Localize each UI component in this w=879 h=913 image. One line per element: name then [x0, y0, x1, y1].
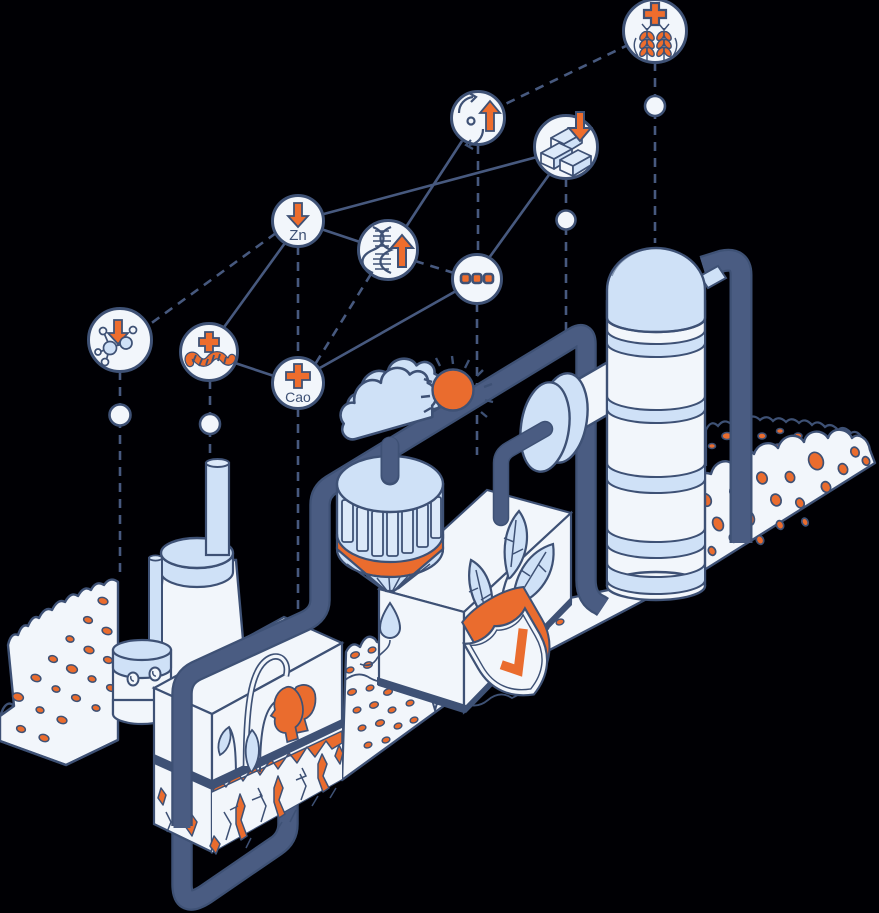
svg-text:Zn: Zn	[289, 227, 307, 244]
svg-text:Cao: Cao	[285, 389, 311, 405]
